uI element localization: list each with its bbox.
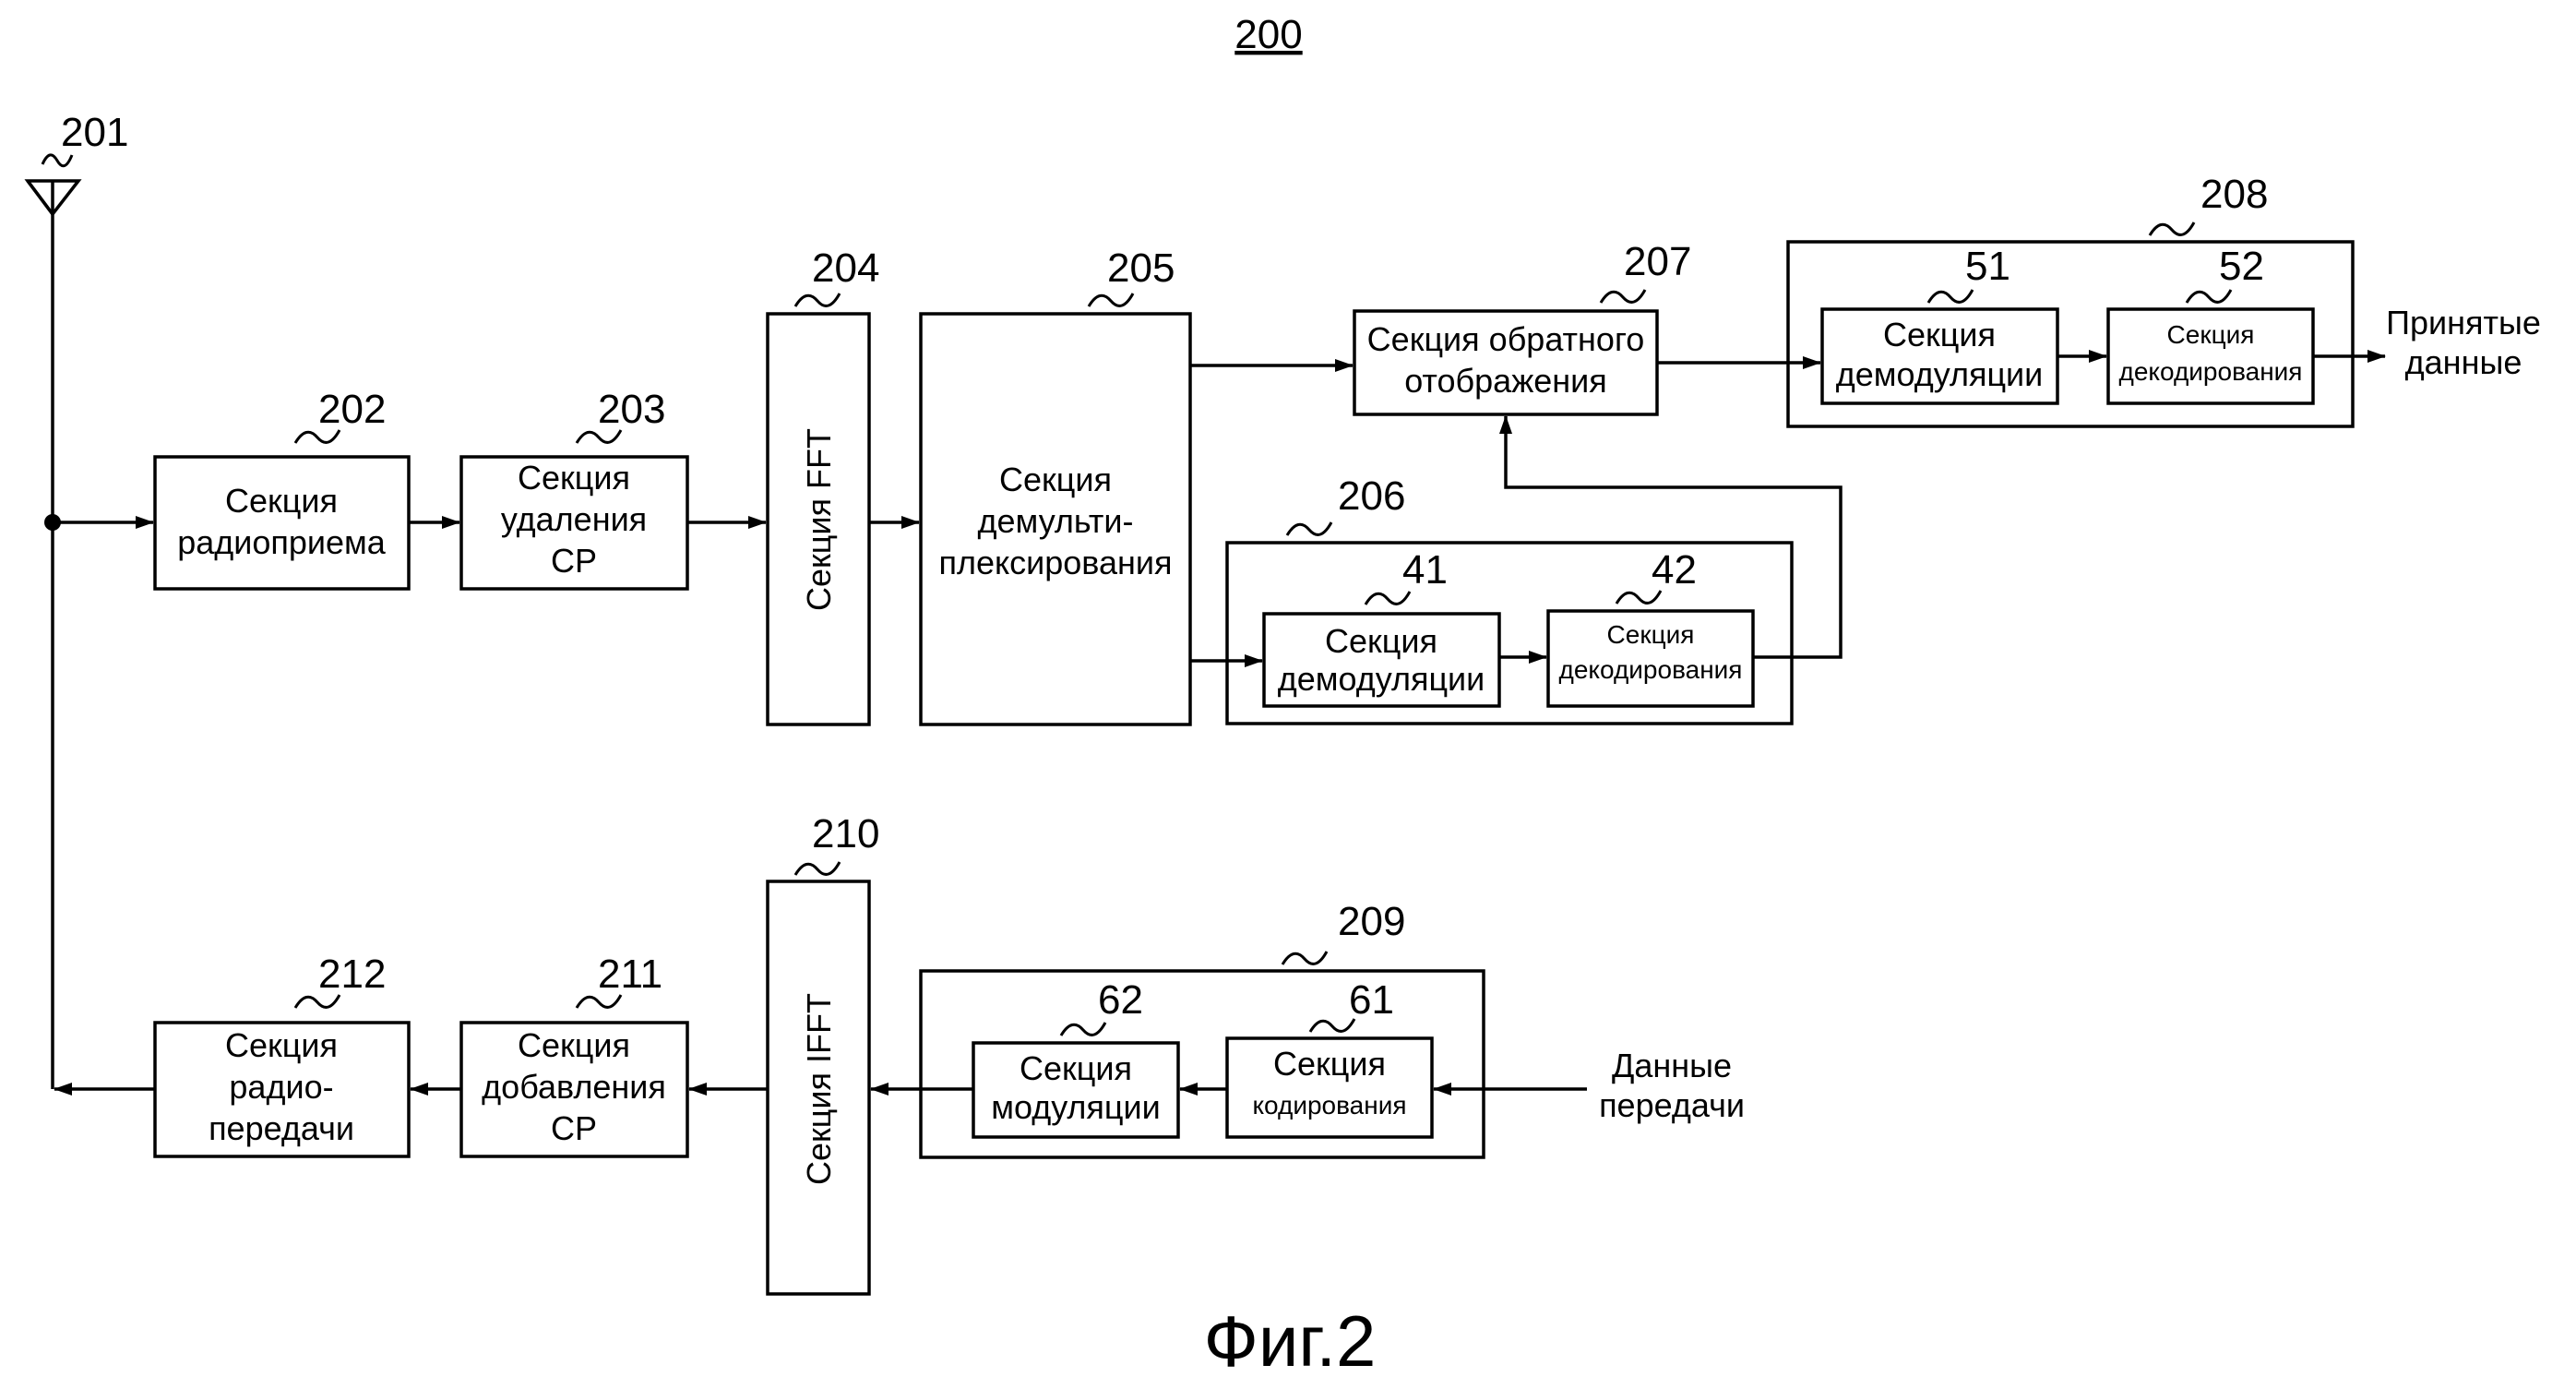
ref-204: 204	[812, 245, 879, 291]
radio-transmission-section: Секция радио- передачи 212	[153, 952, 411, 1158]
modulation-section-62: Секция модуляции 62	[972, 977, 1180, 1139]
block-205-line-2: демульти-	[978, 502, 1134, 540]
block-202-line-2: радиоприема	[177, 523, 387, 561]
block-41-line-1: Секция	[1325, 622, 1437, 660]
block-212-line-1: Секция	[225, 1026, 338, 1064]
ref-211: 211	[598, 952, 662, 997]
group-206: 206	[1225, 473, 1794, 725]
block-205-line-1: Секция	[999, 461, 1112, 498]
block-61-line-1: Секция	[1273, 1045, 1386, 1083]
block-211-line-2: добавления	[482, 1068, 666, 1106]
ref-42: 42	[1652, 547, 1697, 593]
block-51-line-1: Секция	[1883, 316, 1996, 353]
ref-51: 51	[1965, 244, 2010, 289]
ref-210: 210	[812, 811, 879, 856]
ref-209: 209	[1338, 899, 1405, 944]
block-62-line-2: модуляции	[991, 1088, 1161, 1126]
ref-61: 61	[1349, 977, 1394, 1023]
ref-208: 208	[2200, 172, 2268, 217]
block-202-line-1: Секция	[225, 482, 338, 520]
block-203-line-2: удаления	[501, 500, 647, 538]
received-data-line-1: Принятые	[2386, 304, 2541, 341]
ref-212: 212	[318, 952, 386, 997]
block-207-line-1: Секция обратного	[1367, 320, 1645, 358]
fft-section: Секция FFT 204	[766, 245, 879, 726]
figure-caption: Фиг.2	[1204, 1300, 1377, 1377]
ref-207: 207	[1624, 239, 1691, 284]
block-207-line-2: отображения	[1404, 362, 1607, 400]
demodulation-section-51: Секция демодуляции 51	[1820, 244, 2059, 405]
arrow-42-to-207	[1499, 415, 1843, 659]
antenna: 201	[24, 110, 128, 1089]
ref-203: 203	[598, 387, 665, 432]
connectors	[53, 350, 2386, 1096]
ref-206: 206	[1338, 473, 1405, 519]
ref-52: 52	[2219, 244, 2264, 289]
block-211-line-3: CP	[551, 1109, 597, 1147]
demultiplexing-section: Секция демульти- плексирования 205	[919, 245, 1192, 726]
diagram-title: 200	[1234, 12, 1302, 57]
block-42-line-1: Секция	[1607, 620, 1695, 649]
transmit-data-line-2: передачи	[1599, 1086, 1745, 1124]
block-203-line-3: CP	[551, 542, 597, 580]
block-212-line-2: радио-	[229, 1068, 333, 1106]
block-211-line-1: Секция	[518, 1026, 630, 1064]
ref-202: 202	[318, 387, 386, 432]
demodulation-section-41: Секция демодуляции 41	[1262, 547, 1501, 708]
decoding-section-52: Секция декодирования 52	[2106, 244, 2315, 405]
block-61-line-2: кодирования	[1252, 1091, 1406, 1120]
ref-201: 201	[61, 110, 128, 155]
block-62-line-1: Секция	[1020, 1049, 1132, 1087]
ifft-section: Секция IFFT 210	[766, 811, 879, 1296]
block-205-line-3: плексирования	[938, 544, 1172, 581]
block-41-line-2: демодуляции	[1278, 660, 1485, 698]
block-52-line-1: Секция	[2167, 320, 2255, 349]
block-52-line-2: декодирования	[2119, 357, 2303, 386]
cp-addition-section: Секция добавления CP 211	[459, 952, 689, 1158]
demapping-section: Секция обратного отображения 207	[1353, 239, 1691, 416]
coding-section-61: Секция кодирования 61	[1225, 977, 1434, 1139]
ref-41: 41	[1402, 547, 1448, 593]
radio-reception-section: Секция радиоприема 202	[153, 387, 411, 591]
block-210-text: Секция IFFT	[800, 993, 838, 1185]
block-51-line-2: демодуляции	[1836, 355, 2044, 393]
block-212-line-3: передачи	[209, 1109, 354, 1147]
ref-62: 62	[1098, 977, 1143, 1023]
ref-205: 205	[1107, 245, 1175, 291]
block-42-line-2: декодирования	[1559, 655, 1743, 684]
decoding-section-42: Секция декодирования 42	[1546, 547, 1755, 708]
group-209: 209	[919, 899, 1485, 1159]
group-208: 208	[1786, 172, 2355, 428]
received-data-line-2: данные	[2405, 343, 2522, 381]
block-203-line-1: Секция	[518, 459, 630, 497]
block-204-text: Секция FFT	[800, 428, 838, 611]
transmit-data-line-1: Данные	[1612, 1047, 1732, 1084]
cp-removal-section: Секция удаления CP 203	[459, 387, 689, 591]
